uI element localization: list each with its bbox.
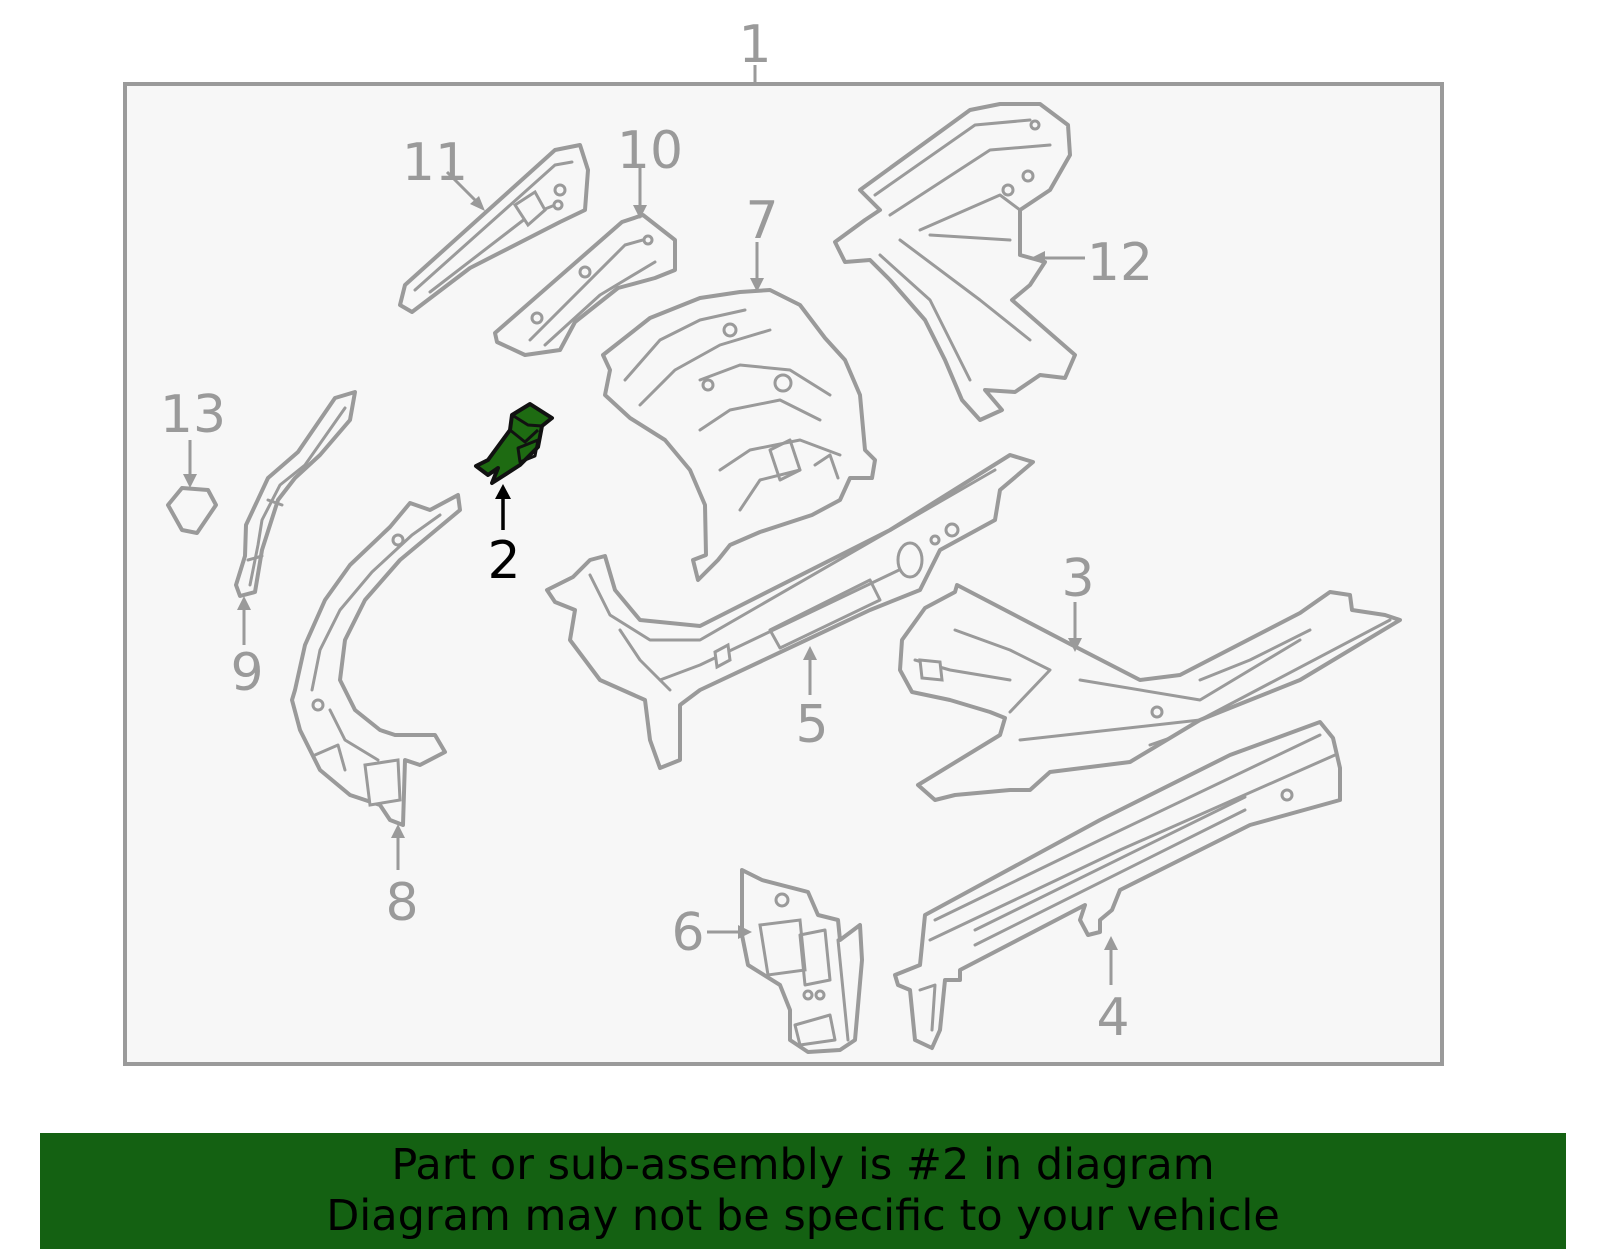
arrowhead-2 — [495, 484, 511, 499]
callout-3: 3 — [1061, 549, 1094, 609]
arrowhead-8 — [391, 824, 405, 838]
arrowhead-5 — [803, 646, 817, 660]
part-5-frame-rail[interactable] — [545, 453, 1035, 770]
arrowhead-11 — [470, 196, 485, 211]
arrowhead-10 — [633, 205, 647, 219]
part-2-highlighted-bracket[interactable] — [474, 402, 554, 485]
banner-line-1: Part or sub-assembly is #2 in diagram — [391, 1140, 1215, 1190]
part-6-bracket-plate[interactable] — [740, 868, 864, 1054]
part-8-apron[interactable] — [290, 493, 462, 827]
arrowhead-3 — [1068, 638, 1082, 652]
callout-4: 4 — [1096, 988, 1129, 1048]
callout-7: 7 — [745, 191, 778, 251]
part-11-rail[interactable] — [398, 143, 590, 314]
callout-9: 9 — [230, 643, 263, 703]
arrowhead-4 — [1104, 936, 1118, 950]
part-4-lower-rail[interactable] — [893, 720, 1342, 1050]
part-12-tower[interactable] — [833, 102, 1077, 422]
leader-11 — [445, 170, 482, 207]
arrowhead-13 — [183, 474, 197, 488]
callout-5: 5 — [795, 695, 828, 755]
callout-12: 12 — [1087, 233, 1153, 293]
callout-6: 6 — [671, 903, 704, 963]
callout-10: 10 — [617, 121, 683, 181]
part-7-wheelhouse[interactable] — [601, 288, 877, 582]
callout-2: 2 — [487, 531, 520, 591]
callout-1: 1 — [738, 15, 771, 75]
arrowhead-9 — [237, 596, 251, 610]
arrowhead-12 — [1031, 251, 1045, 265]
arrowhead-7 — [750, 278, 764, 292]
callout-11: 11 — [402, 133, 468, 193]
part-13-plug[interactable] — [166, 486, 218, 535]
part-3-extension[interactable] — [898, 583, 1402, 802]
callout-13: 13 — [160, 385, 226, 445]
info-banner: Part or sub-assembly is #2 in diagram Di… — [40, 1133, 1566, 1249]
part-9-reinforcement[interactable] — [234, 390, 357, 598]
banner-line-2: Diagram may not be specific to your vehi… — [326, 1191, 1280, 1241]
arrowhead-6 — [738, 925, 752, 939]
callout-8: 8 — [385, 873, 418, 933]
